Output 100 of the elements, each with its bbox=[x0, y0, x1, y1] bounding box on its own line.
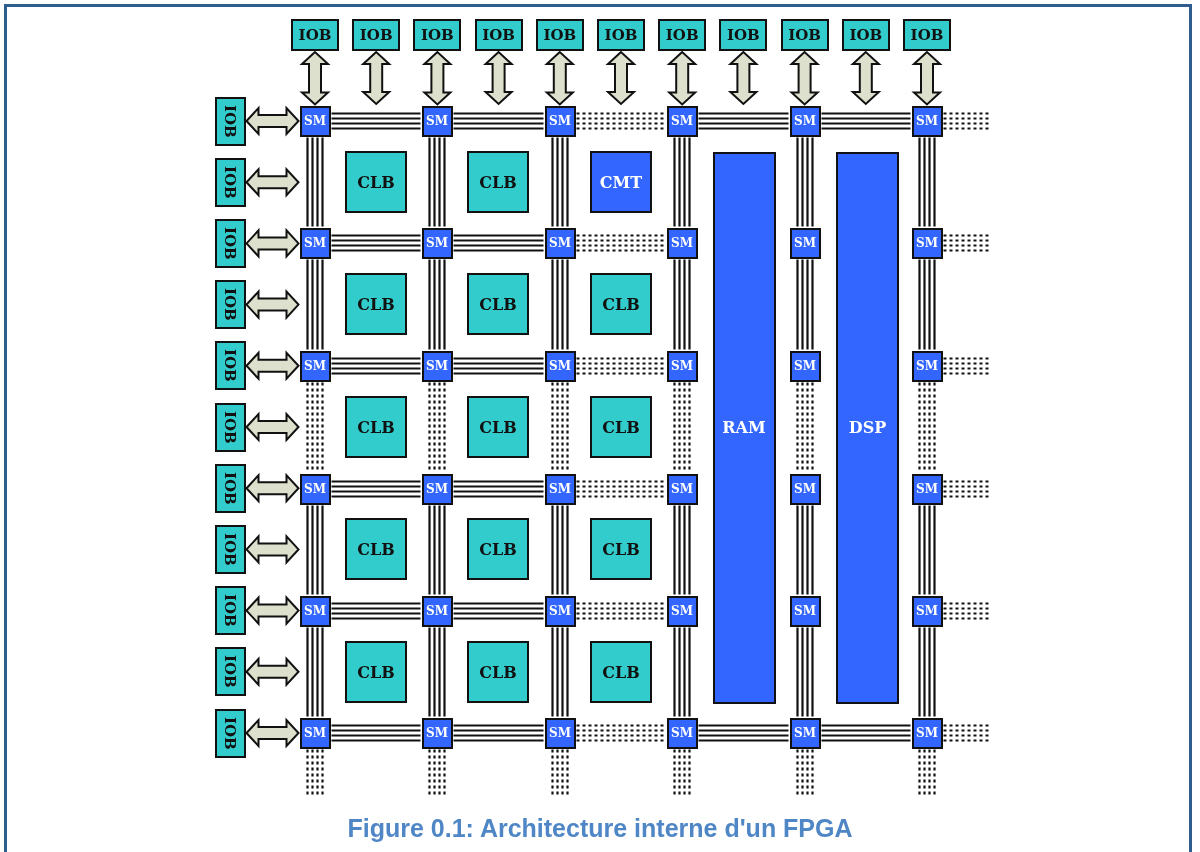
routing-bus bbox=[796, 626, 814, 718]
logic-block: CLB bbox=[467, 396, 529, 458]
switch-matrix: SM bbox=[421, 717, 453, 749]
routing-bus bbox=[551, 136, 569, 228]
routing-bus bbox=[452, 480, 545, 498]
figure-caption: Figure 0.1: Architecture interne d'un FPGA bbox=[347, 814, 853, 842]
switch-matrix: SM bbox=[544, 105, 576, 137]
dashed-routing-bus bbox=[575, 724, 667, 742]
io-block: IOB bbox=[214, 647, 246, 697]
switch-matrix: SM bbox=[666, 717, 698, 749]
double-arrow bbox=[245, 472, 300, 504]
routing-bus bbox=[918, 626, 936, 718]
io-block: IOB bbox=[214, 402, 246, 452]
routing-bus bbox=[551, 626, 569, 718]
io-block: IOB bbox=[719, 19, 768, 51]
routing-bus bbox=[452, 234, 545, 252]
switch-matrix: SM bbox=[666, 350, 698, 382]
switch-matrix: SM bbox=[666, 105, 698, 137]
double-arrow bbox=[245, 533, 300, 565]
double-arrow bbox=[245, 656, 300, 688]
switch-matrix: SM bbox=[666, 595, 698, 627]
logic-block: CLB bbox=[345, 641, 407, 703]
logic-block: CLB bbox=[345, 273, 407, 335]
logic-block: CLB bbox=[590, 518, 652, 580]
double-arrow bbox=[666, 50, 698, 106]
dsp-block: DSP bbox=[836, 151, 899, 704]
routing-bus bbox=[673, 258, 691, 351]
switch-matrix: SM bbox=[544, 350, 576, 382]
switch-matrix: SM bbox=[789, 227, 821, 259]
double-arrow bbox=[245, 411, 300, 443]
double-arrow bbox=[850, 50, 882, 106]
logic-block: CLB bbox=[590, 641, 652, 703]
routing-bus bbox=[918, 136, 936, 228]
switch-matrix: SM bbox=[911, 227, 943, 259]
double-arrow bbox=[245, 350, 300, 382]
switch-matrix: SM bbox=[299, 227, 331, 259]
routing-bus bbox=[697, 112, 790, 130]
dashed-routing-bus bbox=[575, 602, 667, 620]
double-arrow bbox=[421, 50, 453, 106]
routing-bus bbox=[452, 724, 545, 742]
switch-matrix: SM bbox=[544, 227, 576, 259]
memory-block: RAM bbox=[712, 151, 776, 704]
routing-bus bbox=[820, 724, 912, 742]
switch-matrix: SM bbox=[911, 717, 943, 749]
switch-matrix: SM bbox=[299, 105, 331, 137]
switch-matrix: SM bbox=[666, 227, 698, 259]
switch-matrix: SM bbox=[299, 473, 331, 505]
routing-bus bbox=[796, 136, 814, 228]
switch-matrix: SM bbox=[421, 595, 453, 627]
io-block: IOB bbox=[535, 19, 584, 51]
io-block: IOB bbox=[780, 19, 829, 51]
switch-matrix: SM bbox=[911, 350, 943, 382]
io-block: IOB bbox=[474, 19, 523, 51]
switch-matrix: SM bbox=[544, 717, 576, 749]
routing-bus bbox=[673, 504, 691, 596]
switch-matrix: SM bbox=[911, 105, 943, 137]
switch-matrix: SM bbox=[299, 717, 331, 749]
logic-block: CLB bbox=[467, 641, 529, 703]
logic-block: CLB bbox=[467, 273, 529, 335]
io-block: IOB bbox=[214, 341, 246, 391]
routing-bus bbox=[428, 626, 446, 718]
logic-block: CLB bbox=[345, 151, 407, 213]
routing-bus bbox=[330, 357, 422, 375]
switch-matrix: SM bbox=[911, 595, 943, 627]
routing-bus bbox=[330, 112, 422, 130]
double-arrow bbox=[789, 50, 821, 106]
routing-bus bbox=[428, 136, 446, 228]
double-arrow bbox=[911, 50, 943, 106]
io-block: IOB bbox=[214, 96, 246, 146]
switch-matrix: SM bbox=[789, 473, 821, 505]
logic-block: CLB bbox=[590, 396, 652, 458]
routing-bus bbox=[306, 258, 324, 351]
double-arrow bbox=[605, 50, 637, 106]
switch-matrix: SM bbox=[421, 473, 453, 505]
routing-bus bbox=[428, 504, 446, 596]
io-block: IOB bbox=[841, 19, 890, 51]
routing-bus bbox=[330, 480, 422, 498]
io-block: IOB bbox=[903, 19, 951, 51]
routing-bus bbox=[330, 724, 422, 742]
double-arrow bbox=[245, 166, 300, 198]
switch-matrix: SM bbox=[299, 595, 331, 627]
routing-bus bbox=[551, 258, 569, 351]
switch-matrix: SM bbox=[911, 473, 943, 505]
routing-bus bbox=[330, 234, 422, 252]
dashed-routing-bus bbox=[575, 234, 667, 252]
io-block: IOB bbox=[352, 19, 401, 51]
switch-matrix: SM bbox=[299, 350, 331, 382]
routing-bus bbox=[796, 504, 814, 596]
logic-block: CLB bbox=[467, 518, 529, 580]
double-arrow bbox=[299, 50, 331, 106]
io-block: IOB bbox=[214, 463, 246, 513]
double-arrow bbox=[727, 50, 759, 106]
switch-matrix: SM bbox=[789, 105, 821, 137]
switch-matrix: SM bbox=[421, 227, 453, 259]
logic-block: CLB bbox=[345, 518, 407, 580]
io-block: IOB bbox=[291, 19, 339, 51]
double-arrow bbox=[245, 227, 300, 259]
routing-bus bbox=[918, 258, 936, 351]
routing-bus bbox=[697, 724, 790, 742]
double-arrow bbox=[245, 105, 300, 137]
